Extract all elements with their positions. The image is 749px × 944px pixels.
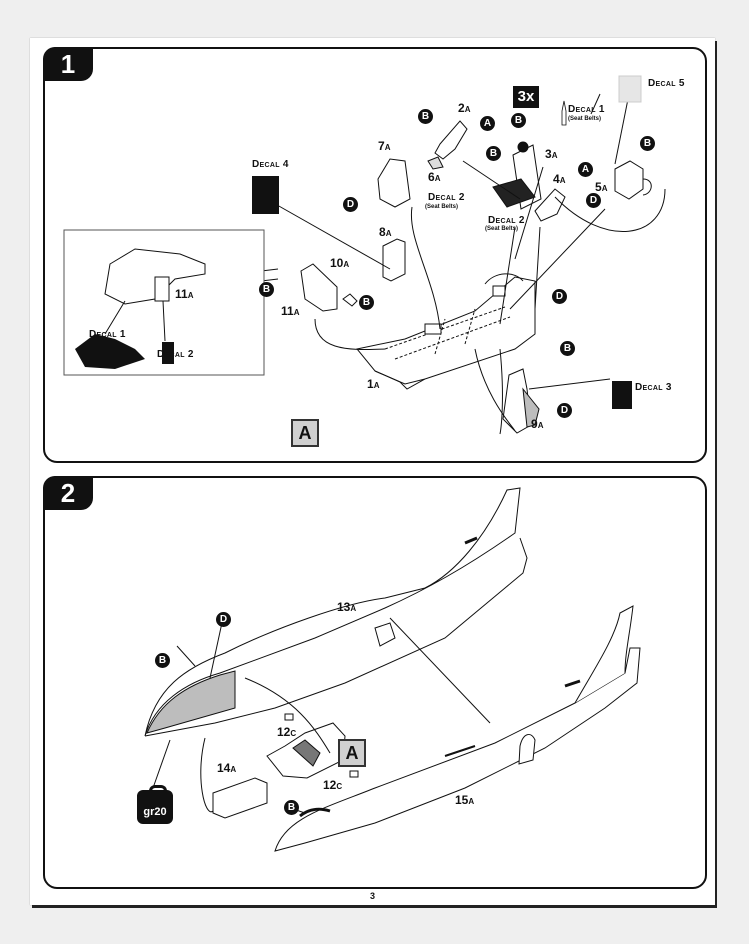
part-label-5a: 5A — [595, 180, 608, 194]
callout-b: B — [418, 109, 433, 124]
nose-paint-area — [146, 670, 236, 734]
part-label-11a-inset: 11A — [175, 287, 194, 301]
decal-5-thumb — [618, 75, 642, 103]
part-label-3a: 3A — [545, 147, 558, 161]
part-15a-fuselage-half — [274, 647, 641, 852]
part-4a — [534, 188, 566, 222]
part-label-10a: 10A — [330, 256, 350, 270]
part-label-2a: 2A — [458, 101, 471, 115]
decal-note-2b: (Seat Belts) — [485, 226, 519, 232]
part-label-15a: 15A — [455, 793, 475, 807]
step-2-badge: 2 — [43, 476, 93, 510]
part-label-11a: 11A — [281, 304, 300, 318]
part-label-4a: 4A — [553, 172, 566, 186]
part-14a — [212, 777, 268, 819]
part-label-14a: 14A — [217, 761, 237, 775]
part-label-13a: 13A — [337, 600, 357, 614]
part-12c-upper — [284, 713, 294, 721]
callout-d: D — [216, 612, 231, 627]
decal-label-5: Decal 5 — [648, 78, 685, 89]
seat-pan — [492, 178, 536, 208]
instruction-page: 1 — [30, 38, 715, 905]
decal-4-thumb — [252, 176, 279, 214]
decal-label-2-inset: Decal 2 — [157, 349, 194, 360]
nose-weight-icon: gr20 — [137, 785, 173, 824]
callout-b: B — [155, 653, 170, 668]
part-12c-lower — [349, 770, 359, 778]
callout-d: D — [552, 289, 567, 304]
step-1-badge: 1 — [43, 47, 93, 81]
part-1a-cockpit-tub — [356, 276, 536, 385]
quantity-multiplier: 3x — [513, 86, 539, 108]
step-2-panel: 2 — [43, 476, 707, 889]
page-number: 3 — [369, 891, 375, 901]
part-label-6a: 6A — [428, 170, 441, 184]
decal-note-2a: (Seat Belts) — [425, 204, 459, 210]
part-5a — [614, 160, 644, 200]
callout-b: B — [511, 113, 526, 128]
part-label-7a: 7A — [378, 139, 391, 153]
callout-b: B — [560, 341, 575, 356]
callout-a: A — [480, 116, 495, 131]
decal-label-4: Decal 4 — [252, 159, 289, 170]
part-11a — [300, 263, 338, 312]
callout-a: A — [578, 162, 593, 177]
instrument-panel-inset-drawing — [63, 229, 265, 376]
callout-b: B — [640, 136, 655, 151]
sub-assembly-ref-box: A — [291, 419, 319, 447]
callout-b: B — [359, 295, 374, 310]
callout-d: D — [586, 193, 601, 208]
decal-label-2b: Decal 2 — [488, 215, 525, 226]
decal-label-2a: Decal 2 — [428, 192, 465, 203]
decal-label-1-seatbelts: Decal 1 — [568, 104, 605, 115]
decal-1-seatbelt-thumb — [561, 100, 567, 126]
part-8a — [382, 238, 406, 282]
step-2-drawing — [144, 487, 641, 852]
part-label-9a: 9A — [531, 417, 544, 431]
part-label-1a: 1A — [367, 377, 380, 391]
sub-assembly-ref-box: A — [338, 739, 366, 767]
decal-label-1-inset: Decal 1 — [89, 329, 126, 340]
part-2a — [434, 120, 468, 160]
part-13a-fuselage-half — [144, 487, 521, 737]
decal-note-1: (Seat Belts) — [568, 116, 602, 122]
callout-d: D — [343, 197, 358, 212]
callout-b: B — [259, 282, 274, 297]
step-1-drawing — [63, 75, 666, 435]
decal-label-3: Decal 3 — [635, 382, 672, 393]
part-label-8a: 8A — [379, 225, 392, 239]
part-7a — [377, 158, 411, 208]
decal-3-thumb — [612, 381, 632, 409]
step-1-panel: 1 — [43, 47, 707, 463]
part-6a — [427, 156, 444, 170]
callout-d: D — [557, 403, 572, 418]
part-label-12c-lower: 12C — [323, 778, 343, 792]
part-10a — [342, 293, 358, 307]
callout-b: B — [486, 146, 501, 161]
callout-b: B — [284, 800, 299, 815]
part-label-12c-upper: 12C — [277, 725, 297, 739]
